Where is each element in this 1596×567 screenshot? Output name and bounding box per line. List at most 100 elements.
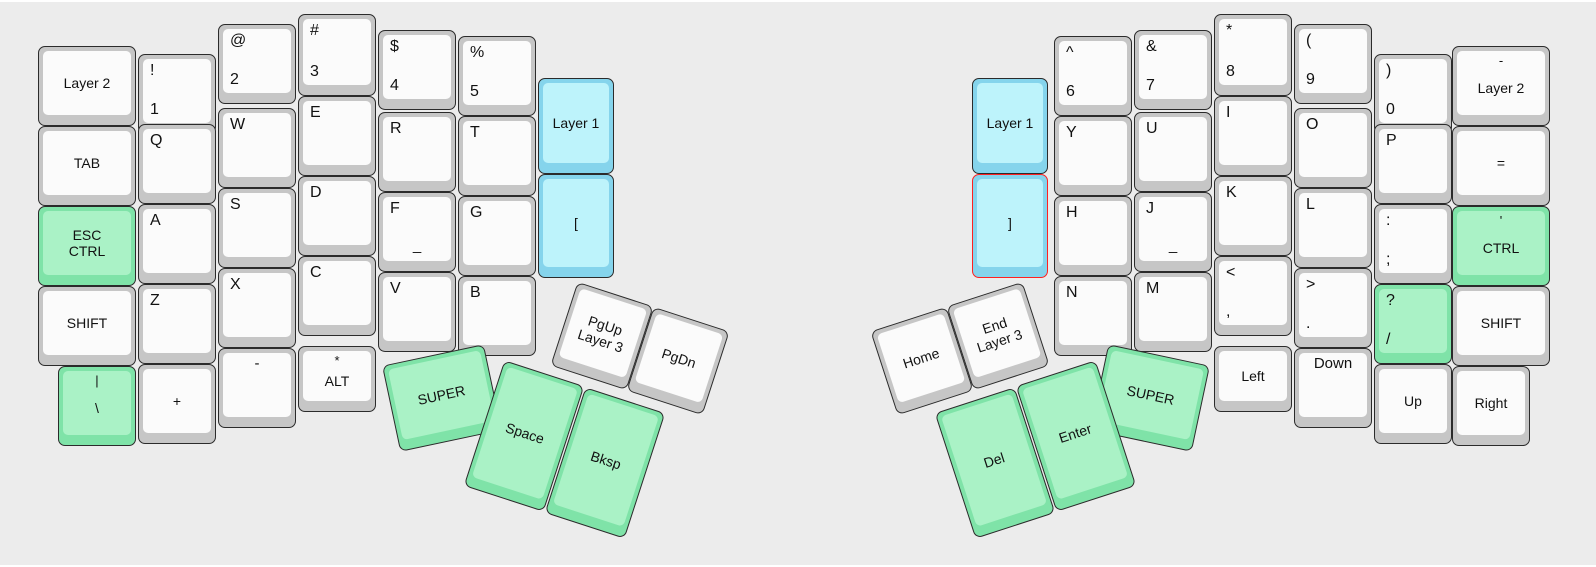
key-legend-primary-r-c4-r4: Down <box>1313 355 1353 372</box>
key-legend-primary-l-c3-r0: 3 <box>310 63 319 80</box>
key-r-c0-r1[interactable]: ] <box>972 174 1048 278</box>
key-l-c1-r3[interactable]: Z <box>138 284 216 364</box>
key-legend-primary-l-c6-r0: Layer 1 <box>552 114 600 131</box>
key-r-c2-r3[interactable]: M <box>1134 272 1212 352</box>
keycap-r-c6-r1: = <box>1457 131 1545 195</box>
keycap-l-c6-r0: Layer 1 <box>543 83 609 163</box>
key-l-c2-r3[interactable]: X <box>218 268 296 348</box>
key-l-c1-r0[interactable]: !1 <box>138 54 216 134</box>
keycap-l-c6-r1: [ <box>543 179 609 267</box>
key-l-c3-r0[interactable]: #3 <box>298 14 376 96</box>
key-r-c5-r2[interactable]: :; <box>1374 204 1452 284</box>
key-l-c4-r0[interactable]: $4 <box>378 30 456 110</box>
key-r-c3-r4[interactable]: Left <box>1214 346 1292 412</box>
key-r-c3-r3[interactable]: <, <box>1214 256 1292 336</box>
key-r-c2-r0[interactable]: &7 <box>1134 30 1212 110</box>
key-legend-primary-l-c0-r3: SHIFT <box>66 314 108 331</box>
key-legend-primary-l-c2-r0: 2 <box>230 71 239 88</box>
key-r-c1-r3[interactable]: N <box>1054 276 1132 356</box>
key-l-c0-r2[interactable]: ESC CTRL <box>38 206 136 286</box>
key-r-c6-r0[interactable]: -Layer 2 <box>1452 46 1550 126</box>
key-legend-primary-l-c2-r3: X <box>230 276 241 293</box>
key-l-c2-r0[interactable]: @2 <box>218 24 296 104</box>
key-legend-primary-l-c5-r0: 5 <box>470 83 479 100</box>
key-r-c4-r2[interactable]: L <box>1294 188 1372 268</box>
key-l-c2-r1[interactable]: W <box>218 108 296 188</box>
key-legend-primary-l-c1-r0: 1 <box>150 101 159 118</box>
key-r-c6-r1[interactable]: = <box>1452 126 1550 206</box>
key-legend-primary-r-c5-r4: Up <box>1404 392 1422 409</box>
key-l-c0-r0[interactable]: Layer 2 <box>38 46 136 126</box>
key-legend-secondary-r-c3-r0: * <box>1226 22 1233 39</box>
key-l-c2-r2[interactable]: S <box>218 188 296 268</box>
key-legend-primary-r-c1-r0: 6 <box>1066 83 1075 100</box>
key-r-c1-r0[interactable]: ^6 <box>1054 36 1132 116</box>
key-legend-secondary-r-c5-r3: ? <box>1386 292 1395 309</box>
keycap-r-c5-r4: Up <box>1379 369 1447 433</box>
keycap-r-c0-r1: ] <box>977 179 1043 267</box>
key-r-c4-r3[interactable]: >. <box>1294 268 1372 348</box>
key-r-c4-r4[interactable]: Down <box>1294 348 1372 428</box>
key-legend-primary-r-c3-r4: Left <box>1241 367 1265 384</box>
keycap-r-c3-r4: Left <box>1219 351 1287 401</box>
keycap-l-c3-r1: E <box>303 101 371 165</box>
key-l-c6-r0[interactable]: Layer 1 <box>538 78 614 174</box>
key-l-c3-r2[interactable]: D <box>298 176 376 256</box>
key-r-c0-r0[interactable]: Layer 1 <box>972 78 1048 174</box>
key-r-c4-r0[interactable]: (9 <box>1294 24 1372 104</box>
key-r-c6-r4[interactable]: Right <box>1452 366 1530 446</box>
key-legend-primary-r-c6-r1: = <box>1496 154 1506 171</box>
key-l-c1-r4[interactable]: + <box>138 364 216 444</box>
key-r-c2-r1[interactable]: U <box>1134 112 1212 192</box>
keycap-l-c1-r3: Z <box>143 289 211 353</box>
key-r-c1-r1[interactable]: Y <box>1054 116 1132 196</box>
key-legend-primary-r-c5-r1: P <box>1386 132 1397 149</box>
key-l-c5-r1[interactable]: T <box>458 116 536 196</box>
key-r-c5-r4[interactable]: Up <box>1374 364 1452 444</box>
key-r-c2-r2[interactable]: J_ <box>1134 192 1212 272</box>
keycap-l-c0-r0: Layer 2 <box>43 51 131 115</box>
key-l-c1-r1[interactable]: Q <box>138 124 216 204</box>
key-r-c3-r0[interactable]: *8 <box>1214 14 1292 96</box>
key-legend-primary-l-c0-r4: \ <box>95 399 99 416</box>
key-r-c3-r1[interactable]: I <box>1214 96 1292 176</box>
key-r-c6-r2[interactable]: 'CTRL <box>1452 206 1550 286</box>
key-l-c3-r4[interactable]: *ALT <box>298 346 376 412</box>
key-legend-primary-r-c5-r2: ; <box>1386 251 1391 268</box>
key-legend-primary-l-c5-r3: B <box>470 284 481 301</box>
key-l-c2-r4[interactable]: - <box>218 348 296 428</box>
key-legend-secondary-r-c1-r0: ^ <box>1066 44 1074 61</box>
key-r-c5-r3[interactable]: ?/ <box>1374 284 1452 364</box>
key-legend-primary-r-c5-r0: 0 <box>1386 101 1395 118</box>
key-legend-primary-r-c2-r2: J <box>1146 200 1154 217</box>
key-l-c1-r2[interactable]: A <box>138 204 216 284</box>
key-l-c0-r1[interactable]: TAB <box>38 126 136 206</box>
key-legend-primary-l-c0-r0: Layer 2 <box>63 74 111 91</box>
keycap-r-c6-r2: 'CTRL <box>1457 211 1545 275</box>
key-l-c5-r2[interactable]: G <box>458 196 536 276</box>
key-legend-primary-r-t-del: Del <box>981 449 1007 471</box>
key-l-c5-r0[interactable]: %5 <box>458 36 536 116</box>
key-l-c4-r1[interactable]: R <box>378 112 456 192</box>
keycap-l-c1-r1: Q <box>143 129 211 193</box>
key-legend-primary-r-t-super: SUPER <box>1125 382 1176 408</box>
key-l-c4-r3[interactable]: V <box>378 272 456 352</box>
key-r-c6-r3[interactable]: SHIFT <box>1452 286 1550 366</box>
key-l-c3-r3[interactable]: C <box>298 256 376 336</box>
key-l-c6-r1[interactable]: [ <box>538 174 614 278</box>
homing-bar-icon: _ <box>1168 237 1178 254</box>
key-legend-secondary-r-c6-r0: - <box>1498 53 1504 68</box>
key-l-c4-r2[interactable]: F_ <box>378 192 456 272</box>
key-l-c0-r3[interactable]: SHIFT <box>38 286 136 366</box>
key-l-c3-r1[interactable]: E <box>298 96 376 176</box>
key-r-c5-r1[interactable]: P <box>1374 124 1452 204</box>
key-r-c5-r0[interactable]: )0 <box>1374 54 1452 134</box>
key-l-c0-r4[interactable]: |\ <box>58 366 136 446</box>
keycap-r-c4-r2: L <box>1299 193 1367 257</box>
key-l-c5-r3[interactable]: B <box>458 276 536 356</box>
homing-bar-icon: _ <box>412 237 422 254</box>
key-r-c3-r2[interactable]: K <box>1214 176 1292 256</box>
key-r-c1-r2[interactable]: H <box>1054 196 1132 276</box>
key-r-c4-r1[interactable]: O <box>1294 108 1372 188</box>
